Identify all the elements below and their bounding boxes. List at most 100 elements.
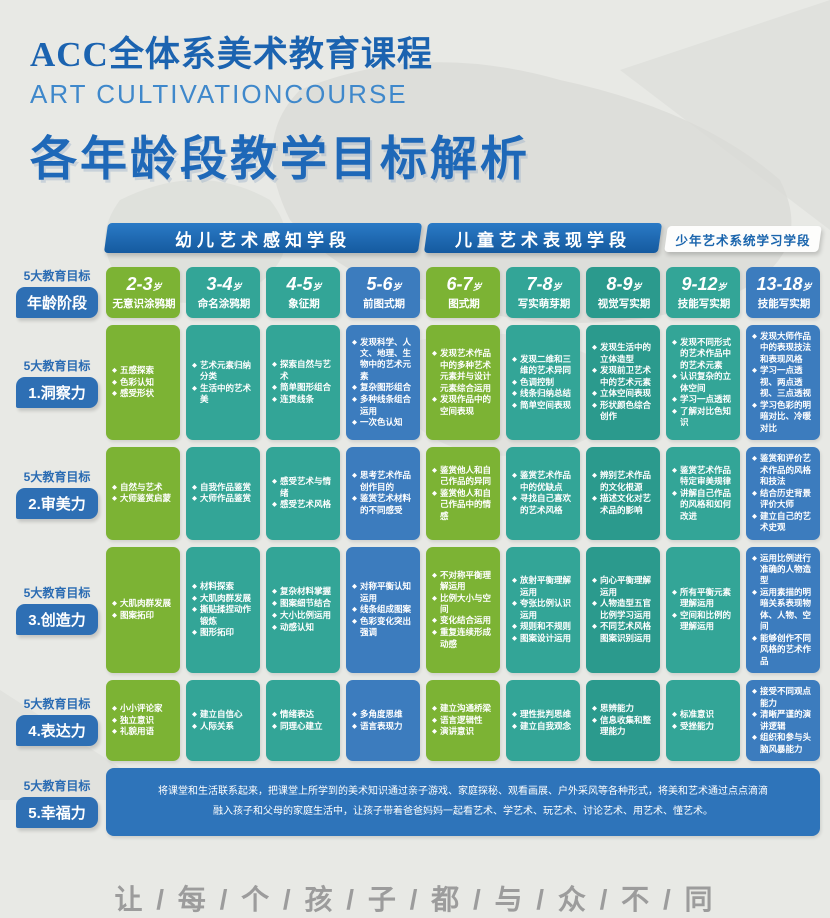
diamond-bullet-icon: ◆: [432, 716, 437, 724]
diamond-bullet-icon: ◆: [272, 361, 277, 369]
bullet-item: ◆鉴赏他人和自己作品的异同: [432, 465, 496, 488]
age-number: 8-9岁: [606, 273, 642, 294]
diamond-bullet-icon: ◆: [352, 722, 357, 730]
diamond-bullet-icon: ◆: [272, 722, 277, 730]
bullet-text: 讲解自己作品的风格和如何改进: [680, 487, 732, 521]
diamond-bullet-icon: ◆: [192, 629, 197, 637]
bullet-item: ◆大肌肉群发展: [192, 593, 256, 605]
age-period: 前图式期: [363, 297, 405, 310]
bullet-item: ◆自然与艺术: [112, 482, 176, 494]
diamond-bullet-icon: ◆: [672, 611, 677, 619]
bullet-text: 多角度思维: [360, 708, 403, 719]
age-suffix: 岁: [472, 281, 482, 292]
diamond-bullet-icon: ◆: [112, 611, 117, 619]
diamond-bullet-icon: ◆: [432, 396, 437, 404]
bullet-item: ◆线条归纳总结: [512, 388, 576, 400]
diamond-bullet-icon: ◆: [752, 554, 757, 562]
bullet-item: ◆演讲意识: [432, 726, 496, 738]
age-period: 视觉写实期: [597, 297, 651, 310]
diamond-bullet-icon: ◆: [272, 478, 277, 486]
education-goal-label: 5大教育目标: [23, 359, 91, 374]
cell-aesthetic-6-7: ◆鉴赏他人和自己作品的异同◆鉴赏他人和自己作品中的情感: [426, 447, 500, 540]
bullet-item: ◆简单空间表现: [512, 400, 576, 412]
diamond-bullet-icon: ◆: [592, 600, 597, 608]
cell-creativity-7-8: ◆放射平衡理解运用◆夸张比例认识运用◆规则和不规则◆图案设计运用: [506, 546, 580, 674]
bullet-item: ◆标准意识: [672, 709, 736, 721]
bullet-item: ◆建立自我观念: [512, 721, 576, 733]
diamond-bullet-icon: ◆: [192, 495, 197, 503]
diamond-bullet-icon: ◆: [672, 722, 677, 730]
diamond-bullet-icon: ◆: [672, 373, 677, 381]
diamond-bullet-icon: ◆: [352, 384, 357, 392]
diamond-bullet-icon: ◆: [192, 483, 197, 491]
diamond-bullet-icon: ◆: [752, 367, 757, 375]
diamond-bullet-icon: ◆: [512, 722, 517, 730]
diamond-bullet-icon: ◆: [432, 705, 437, 713]
cell-expression-2-3: ◆小小评论家◆独立意识◆礼貌用语: [106, 680, 180, 761]
bullet-text: 接受不同观点能力: [760, 686, 812, 708]
bullet-text: 色调控制: [520, 376, 555, 387]
cell-aesthetic-3-4: ◆自我作品鉴赏◆大师作品鉴赏: [186, 447, 260, 540]
age-suffix: 岁: [152, 281, 162, 292]
diamond-bullet-icon: ◆: [112, 378, 117, 386]
bullet-item: ◆发现生活中的立体造型: [592, 342, 656, 365]
diamond-bullet-icon: ◆: [352, 396, 357, 404]
diamond-bullet-icon: ◆: [192, 361, 197, 369]
row-badge-aesthetic: 2.审美力: [16, 487, 98, 519]
bullet-text: 建立沟通桥梁: [440, 703, 492, 714]
diamond-bullet-icon: ◆: [432, 571, 437, 579]
bullet-item: ◆同理心建立: [272, 721, 336, 733]
diamond-bullet-icon: ◆: [592, 390, 597, 398]
cell-insight-7-8: ◆发现二维和三维的艺术异同◆色调控制◆线条归纳总结◆简单空间表现: [506, 325, 580, 441]
bullet-text: 发现不同形式的艺术作品中的艺术元素: [680, 336, 732, 370]
bullet-item: ◆小小评论家: [112, 703, 176, 715]
diamond-bullet-icon: ◆: [272, 600, 277, 608]
cell-insight-8-9: ◆发现生活中的立体造型◆发现前卫艺术中的艺术元素◆立体空间表现◆形状颜色综合创作: [586, 325, 660, 441]
bullet-text: 建立自我观念: [520, 720, 572, 731]
age-number: 6-7岁: [446, 273, 482, 294]
diamond-bullet-icon: ◆: [672, 489, 677, 497]
diamond-bullet-icon: ◆: [272, 500, 277, 508]
bullet-item: ◆辨别艺术作品的文化根源: [592, 470, 656, 493]
bullet-text: 简单图形组合: [280, 382, 332, 393]
footer-slogan: 让 / 每 / 个 / 孩 / 子 / 都 / 与 / 众 / 不 / 同: [114, 884, 716, 915]
diamond-bullet-icon: ◆: [112, 483, 117, 491]
diamond-bullet-icon: ◆: [512, 495, 517, 503]
bullet-text: 鉴赏和评价艺术作品的风格和技法: [760, 453, 812, 487]
bullet-item: ◆鉴赏艺术材料的不同感受: [352, 493, 416, 516]
diamond-bullet-icon: ◆: [352, 338, 357, 346]
cell-expression-9-12: ◆标准意识◆受挫能力: [666, 680, 740, 761]
diamond-bullet-icon: ◆: [752, 455, 757, 463]
bullet-item: ◆人际关系: [192, 721, 256, 733]
bullet-item: ◆鉴赏他人和自己作品中的情感: [432, 488, 496, 522]
bullet-text: 空间和比例的理解运用: [680, 609, 732, 632]
bullet-item: ◆五感探索: [112, 365, 176, 377]
age-cell-7-8: 7-8岁写实萌芽期: [506, 267, 580, 318]
bullet-text: 图案设计运用: [520, 632, 572, 643]
diamond-bullet-icon: ◆: [432, 629, 437, 637]
diamond-bullet-icon: ◆: [672, 710, 677, 718]
bullet-text: 鉴赏艺术作品中的优缺点: [520, 470, 572, 492]
age-number: 2-3岁: [126, 273, 162, 294]
cell-creativity-13-18: ◆运用比例进行准确的人物造型◆运用素描的明暗关系表现物体、人物、空间◆能够创作不…: [746, 546, 820, 674]
bullet-item: ◆动感认知: [272, 622, 336, 634]
cell-expression-6-7: ◆建立沟通桥梁◆语言逻辑性◆演讲意识: [426, 680, 500, 761]
cell-aesthetic-5-6: ◆思考艺术作品创作目的◆鉴赏艺术材料的不同感受: [346, 447, 420, 540]
bullet-text: 向心平衡理解运用: [600, 575, 652, 597]
diamond-bullet-icon: ◆: [272, 588, 277, 596]
row-badge-ages: 年龄阶段: [16, 287, 98, 318]
bullet-text: 鉴赏艺术作品特定审美规律: [680, 464, 732, 487]
age-suffix: 岁: [717, 281, 727, 292]
bullet-text: 语言表现力: [360, 720, 403, 731]
diamond-bullet-icon: ◆: [272, 396, 277, 404]
diamond-bullet-icon: ◆: [752, 512, 757, 520]
cell-creativity-9-12: ◆所有平衡元素理解运用◆空间和比例的理解运用: [666, 546, 740, 674]
bullet-text: 同理心建立: [280, 720, 323, 731]
education-goal-label: 5大教育目标: [23, 778, 91, 793]
bullet-item: ◆线条组成图案: [352, 604, 416, 616]
bullet-item: ◆撕贴揉捏动作锻炼: [192, 604, 256, 627]
bullet-text: 独立意识: [120, 714, 155, 725]
diamond-bullet-icon: ◆: [672, 466, 677, 474]
row-badge-expression: 4.表达力: [16, 715, 98, 747]
